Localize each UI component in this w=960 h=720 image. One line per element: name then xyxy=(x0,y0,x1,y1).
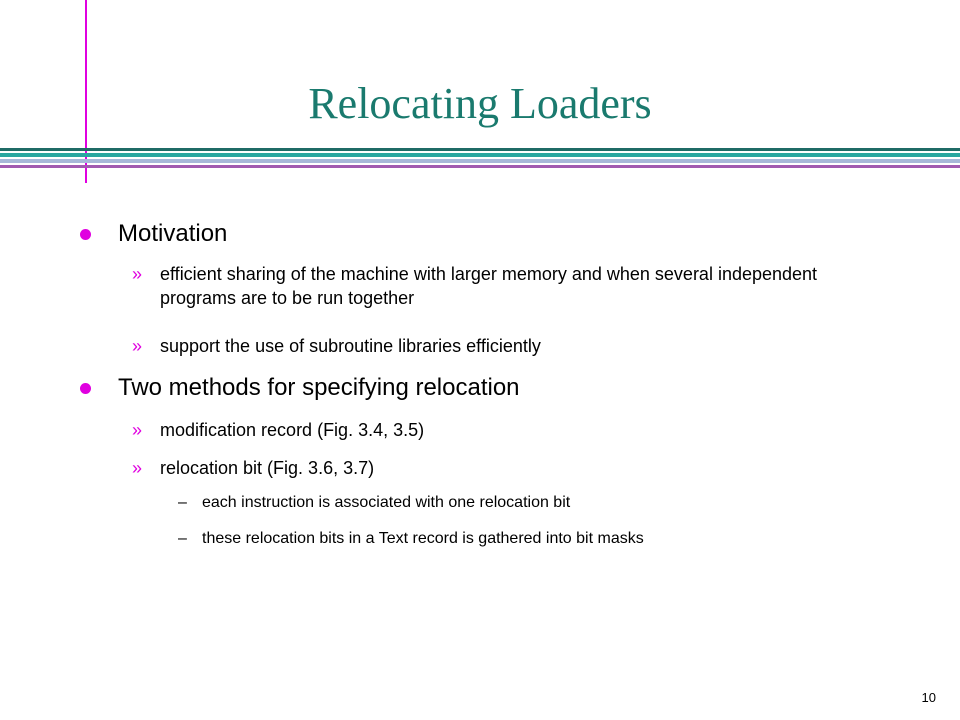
bullet-dot-icon xyxy=(80,382,91,394)
bullet-dot-icon xyxy=(80,228,91,240)
page-number: 10 xyxy=(921,690,936,705)
sub-bullet-relocation-bit: » relocation bit (Fig. 3.6, 3.7) xyxy=(132,456,880,480)
slide-title: Relocating Loaders xyxy=(308,79,652,128)
title-divider xyxy=(0,148,960,170)
sub-bullet-text: relocation bit (Fig. 3.6, 3.7) xyxy=(160,458,375,478)
divider-line-purple xyxy=(0,165,960,168)
bullet-two-methods: Two methods for specifying relocation xyxy=(80,374,520,402)
sub-sub-bullet-marker: – xyxy=(178,494,187,511)
sub-bullet-efficient-sharing: » efficient sharing of the machine with … xyxy=(132,262,880,310)
divider-line-dark-teal xyxy=(0,148,960,151)
sub-bullet-marker: » xyxy=(132,264,143,284)
bullet-motivation: Motivation xyxy=(80,220,227,248)
sub-bullet-subroutine-libraries: » support the use of subroutine librarie… xyxy=(132,334,880,358)
sub-bullet-modification-record: » modification record (Fig. 3.4, 3.5) xyxy=(132,418,880,442)
sub-bullet-marker: » xyxy=(132,458,143,478)
sub-bullet-marker: » xyxy=(132,420,143,440)
sub-sub-bullet-bit-masks: – these relocation bits in a Text record… xyxy=(178,528,644,550)
vertical-accent-line xyxy=(85,0,87,183)
sub-bullet-text: support the use of subroutine libraries … xyxy=(160,336,541,356)
divider-line-teal xyxy=(0,153,960,157)
sub-sub-bullet-text: each instruction is associated with one … xyxy=(202,494,571,511)
bullet-text: Motivation xyxy=(118,220,228,247)
divider-line-lavender xyxy=(0,159,960,163)
bullet-text: Two methods for specifying relocation xyxy=(118,374,520,401)
sub-sub-bullet-marker: – xyxy=(178,530,187,547)
sub-sub-bullet-one-bit-per-instruction: – each instruction is associated with on… xyxy=(178,492,570,514)
sub-bullet-text: modification record (Fig. 3.4, 3.5) xyxy=(160,420,425,440)
sub-sub-bullet-text: these relocation bits in a Text record i… xyxy=(202,530,644,547)
sub-bullet-marker: » xyxy=(132,336,143,356)
sub-bullet-text: efficient sharing of the machine with la… xyxy=(160,264,818,308)
